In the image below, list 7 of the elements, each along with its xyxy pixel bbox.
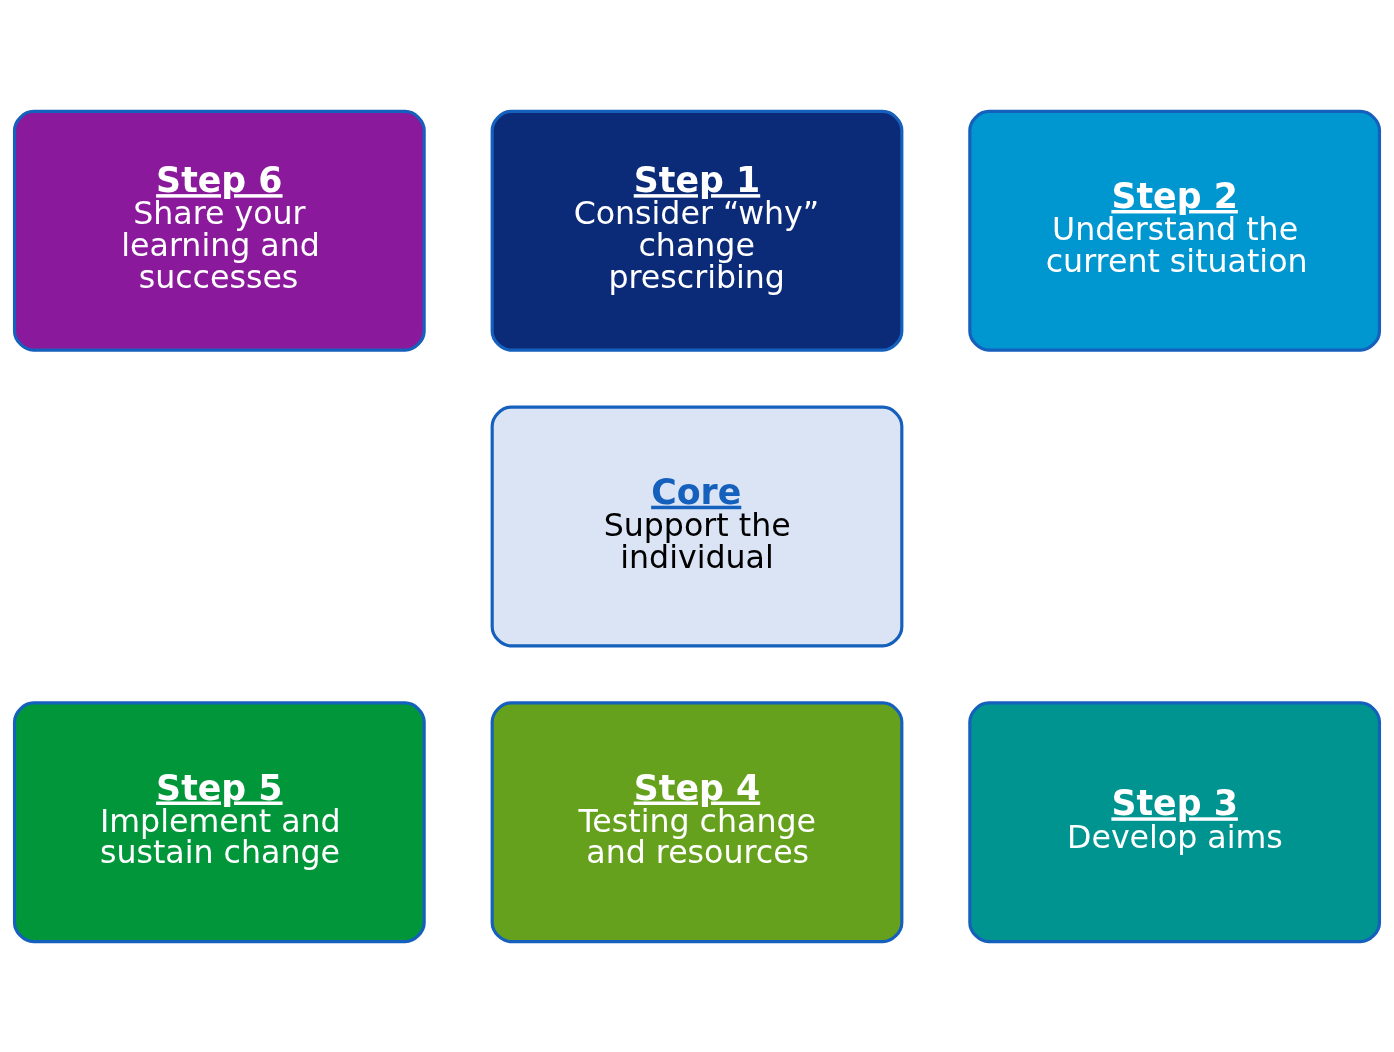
node-box: Step 4 Testing change and resources bbox=[490, 700, 904, 943]
node-box: Step 2 Understand the current situation bbox=[968, 109, 1382, 352]
node-box: Step 3 Develop aims bbox=[968, 700, 1382, 943]
node-box: Step 5 Implement and sustain change bbox=[12, 700, 426, 943]
node-box: Step 6 Share your learning and successes bbox=[12, 109, 426, 352]
node-box: Core Support the individual bbox=[490, 405, 904, 647]
node-box: Step 1 Consider “why” change prescribing bbox=[490, 109, 904, 352]
